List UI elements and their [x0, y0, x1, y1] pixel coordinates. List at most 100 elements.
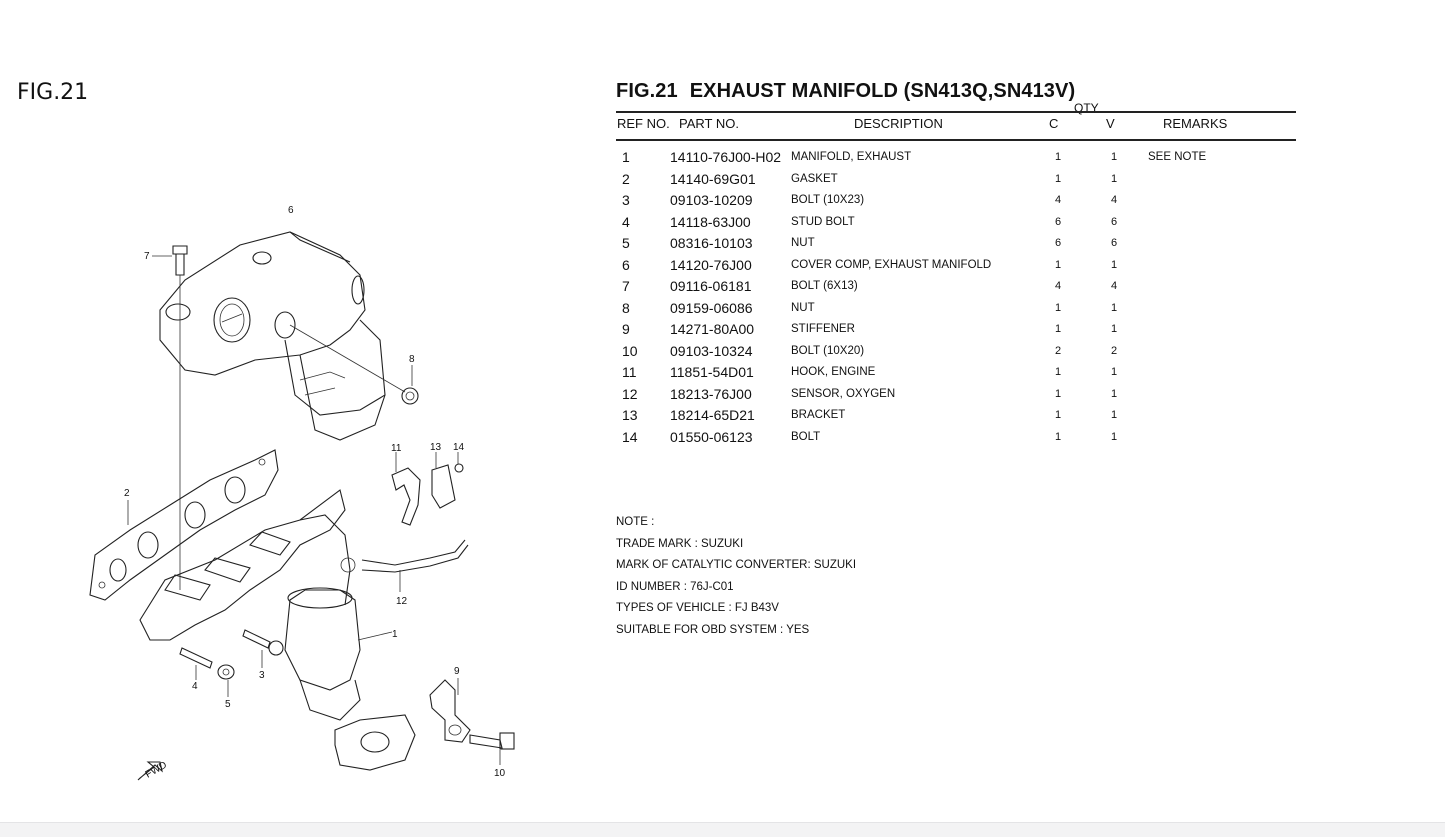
fwd-label: FWD	[144, 760, 169, 781]
part-description: SENSOR, OXYGEN	[791, 388, 896, 400]
qty-v: 1	[1110, 151, 1118, 163]
qty-c: 6	[1054, 216, 1062, 228]
stud-bolt-drawing	[179, 629, 284, 697]
ref-number: 10	[622, 343, 638, 359]
header-remarks: REMARKS	[1163, 116, 1228, 131]
callout-4: 4	[192, 681, 198, 692]
callout-12: 12	[396, 596, 408, 607]
qty-v: 6	[1110, 237, 1118, 249]
part-number: 09103-10209	[670, 192, 753, 208]
table-top-rule	[616, 111, 1296, 113]
table-row: 14 01550-06123 BOLT 1 1	[0, 429, 1445, 450]
table-row: 11 11851-54D01 HOOK, ENGINE 1 1	[0, 364, 1445, 385]
qty-c: 1	[1054, 431, 1062, 443]
ref-number: 11	[622, 364, 637, 380]
callout-11: 11	[391, 443, 402, 454]
title-name: EXHAUST MANIFOLD (SN413Q,SN413V)	[689, 80, 1076, 102]
note-id-number: ID NUMBER : 76J-C01	[616, 581, 734, 593]
ref-number: 12	[622, 386, 638, 402]
part-description: BRACKET	[791, 409, 846, 421]
figure-title: FIG.21 EXHAUST MANIFOLD (SN413Q,SN413V)	[616, 80, 1075, 103]
ref-number: 7	[622, 278, 630, 294]
part-number: 14110-76J00-H02	[670, 149, 782, 165]
qty-v: 1	[1110, 409, 1118, 421]
title-fig: FIG.21	[616, 80, 678, 102]
ref-number: 1	[622, 149, 630, 165]
part-description: GASKET	[791, 173, 838, 185]
qty-v: 4	[1110, 280, 1118, 292]
part-description: COVER COMP, EXHAUST MANIFOLD	[791, 259, 992, 271]
viewer-bottom-bar	[0, 822, 1445, 837]
ref-number: 2	[622, 171, 630, 187]
callout-5: 5	[225, 699, 231, 710]
hook-bracket-drawing	[391, 452, 464, 526]
qty-c: 1	[1054, 302, 1062, 314]
table-row: 13 18214-65D21 BRACKET 1 1	[0, 407, 1445, 428]
ref-number: 9	[622, 321, 630, 337]
qty-c: 1	[1054, 409, 1062, 421]
header-part: PART NO.	[679, 116, 739, 131]
part-number: 14120-76J00	[670, 257, 752, 273]
header-qty-v: V	[1106, 116, 1115, 131]
callout-8: 8	[409, 354, 415, 365]
part-number: 11851-54D01	[670, 364, 754, 380]
header-qty-c: C	[1049, 116, 1059, 131]
note-heading: NOTE :	[616, 516, 655, 528]
ref-number: 8	[622, 300, 630, 316]
qty-v: 4	[1110, 194, 1118, 206]
part-number: 01550-06123	[670, 429, 753, 445]
table-row: 6 14120-76J00 COVER COMP, EXHAUST MANIFO…	[0, 257, 1445, 278]
part-description: STIFFENER	[791, 323, 855, 335]
bolt-7-drawing	[172, 245, 188, 590]
note-obd: SUITABLE FOR OBD SYSTEM : YES	[616, 624, 810, 636]
part-number: 14140-69G01	[670, 171, 756, 187]
ref-number: 4	[622, 214, 630, 230]
part-description: HOOK, ENGINE	[791, 366, 876, 378]
header-description: DESCRIPTION	[854, 116, 943, 131]
qty-v: 1	[1110, 366, 1118, 378]
qty-c: 1	[1054, 151, 1062, 163]
part-number: 09103-10324	[670, 343, 753, 359]
oxygen-sensor-drawing	[361, 539, 469, 592]
part-description: BOLT	[791, 431, 821, 443]
note-catalytic-mark: MARK OF CATALYTIC CONVERTER: SUZUKI	[616, 559, 857, 571]
table-row: 3 09103-10209 BOLT (10X23) 4 4	[0, 192, 1445, 213]
table-row: 12 18213-76J00 SENSOR, OXYGEN 1 1	[0, 386, 1445, 407]
qty-v: 1	[1110, 173, 1118, 185]
part-description: STUD BOLT	[791, 216, 855, 228]
gasket-drawing	[89, 449, 279, 601]
part-description: NUT	[791, 302, 815, 314]
stiffener-drawing	[429, 678, 515, 765]
part-number: 14118-63J00	[670, 214, 751, 230]
table-row: 1 14110-76J00-H02 MANIFOLD, EXHAUST 1 1 …	[0, 149, 1445, 170]
part-description: BOLT (10X23)	[791, 194, 865, 206]
callout-2: 2	[124, 488, 130, 499]
qty-c: 1	[1054, 388, 1062, 400]
qty-c: 1	[1054, 173, 1062, 185]
part-number: 18214-65D21	[670, 407, 755, 423]
qty-c: 1	[1054, 323, 1062, 335]
callout-13: 13	[430, 442, 442, 453]
remarks: SEE NOTE	[1148, 151, 1207, 163]
part-number: 08316-10103	[670, 235, 753, 251]
ref-number: 14	[622, 429, 638, 445]
nut-8-drawing	[289, 324, 419, 405]
table-row: 5 08316-10103 NUT 6 6	[0, 235, 1445, 256]
figure-label: FIG.21	[17, 80, 89, 105]
callout-1: 1	[392, 629, 398, 640]
qty-v: 1	[1110, 431, 1118, 443]
qty-v: 1	[1110, 323, 1118, 335]
table-row: 7 09116-06181 BOLT (6X13) 4 4	[0, 278, 1445, 299]
header-ref: REF NO.	[617, 116, 670, 131]
part-description: NUT	[791, 237, 815, 249]
part-description: BOLT (10X20)	[791, 345, 865, 357]
part-number: 09116-06181	[670, 278, 752, 294]
cover-comp-drawing	[159, 231, 386, 441]
table-row: 2 14140-69G01 GASKET 1 1	[0, 171, 1445, 192]
ref-number: 3	[622, 192, 630, 208]
callout-14: 14	[453, 442, 465, 453]
qty-v: 2	[1110, 345, 1118, 357]
ref-number: 5	[622, 235, 630, 251]
table-row: 4 14118-63J00 STUD BOLT 6 6	[0, 214, 1445, 235]
